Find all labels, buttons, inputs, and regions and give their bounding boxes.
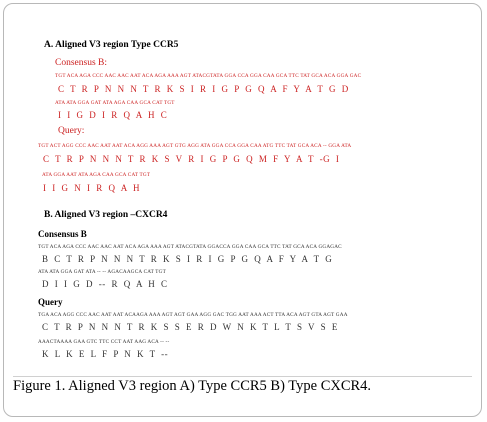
figure-caption: Figure 1. Aligned V3 region A) Type CCR5… [13, 376, 472, 395]
panel-a-consensus-aminoacids-2: I I G D I R Q A H C [58, 110, 168, 120]
panel-a-consensus-nucleotides-1: TGT ACA AGA CCC AAC AAC AAT ACA AGA AAA … [55, 73, 362, 79]
panel-b-query-aminoacids-2: K L K E L F P N K T -- [42, 349, 169, 359]
figure-frame [3, 3, 482, 417]
panel-a-query-nucleotides-1: TGT ACT AGG CCC AAC AAT AAT ACA AGG AAA … [38, 143, 352, 149]
panel-b-title: B. Aligned V3 region –CXCR4 [44, 210, 168, 220]
panel-b-query-nucleotides-2: AAACTAAAA GAA GTC TTC CCT AAT AAG ACA --… [38, 339, 170, 345]
panel-b-consensus-label: Consensus B [38, 229, 87, 239]
panel-b-consensus-nucleotides-2: ATA ATA GGA GAT ATA -- -- AGACAAGCA CAT … [38, 269, 166, 275]
panel-b-query-nucleotides-1: TGA ACA AGG CCC AAC AAT AAT ACAAGA AAA A… [38, 312, 348, 318]
panel-a-consensus-aminoacids-1: C T R P N N N T R K S I R I G P G Q A F … [58, 84, 349, 94]
panel-a-query-aminoacids-2: I I G N I R Q A H [43, 183, 140, 193]
panel-b-query-label: Query [38, 297, 63, 307]
panel-b-query-aminoacids-1: C T R P N N N T R K S S E R D W N K T L … [42, 322, 338, 332]
panel-b-consensus-aminoacids-1: B C T R P N N N T R K S I R I G P G Q A … [42, 254, 333, 264]
panel-a-consensus-label: Consensus B: [55, 58, 107, 68]
panel-a-title: A. Aligned V3 region Type CCR5 [44, 40, 179, 50]
panel-a-consensus-nucleotides-2: ATA ATA GGA GAT ATA AGA CAA GCA CAT TGT [55, 100, 175, 106]
panel-a-query-nucleotides-2: ATA GGA AAT ATA AGA CAA GCA CAT TGT [42, 172, 151, 178]
panel-a-query-label: Query: [58, 126, 85, 136]
panel-b-consensus-aminoacids-2: D I I G D -- R Q A H C [42, 279, 168, 289]
panel-a-query-aminoacids-1: C T R P N N N T R K S V R I G P G Q M F … [43, 154, 340, 164]
panel-b-consensus-nucleotides-1: TGT ACA AGA CCC AAC AAC AAT ACA AGA AAA … [38, 244, 342, 250]
